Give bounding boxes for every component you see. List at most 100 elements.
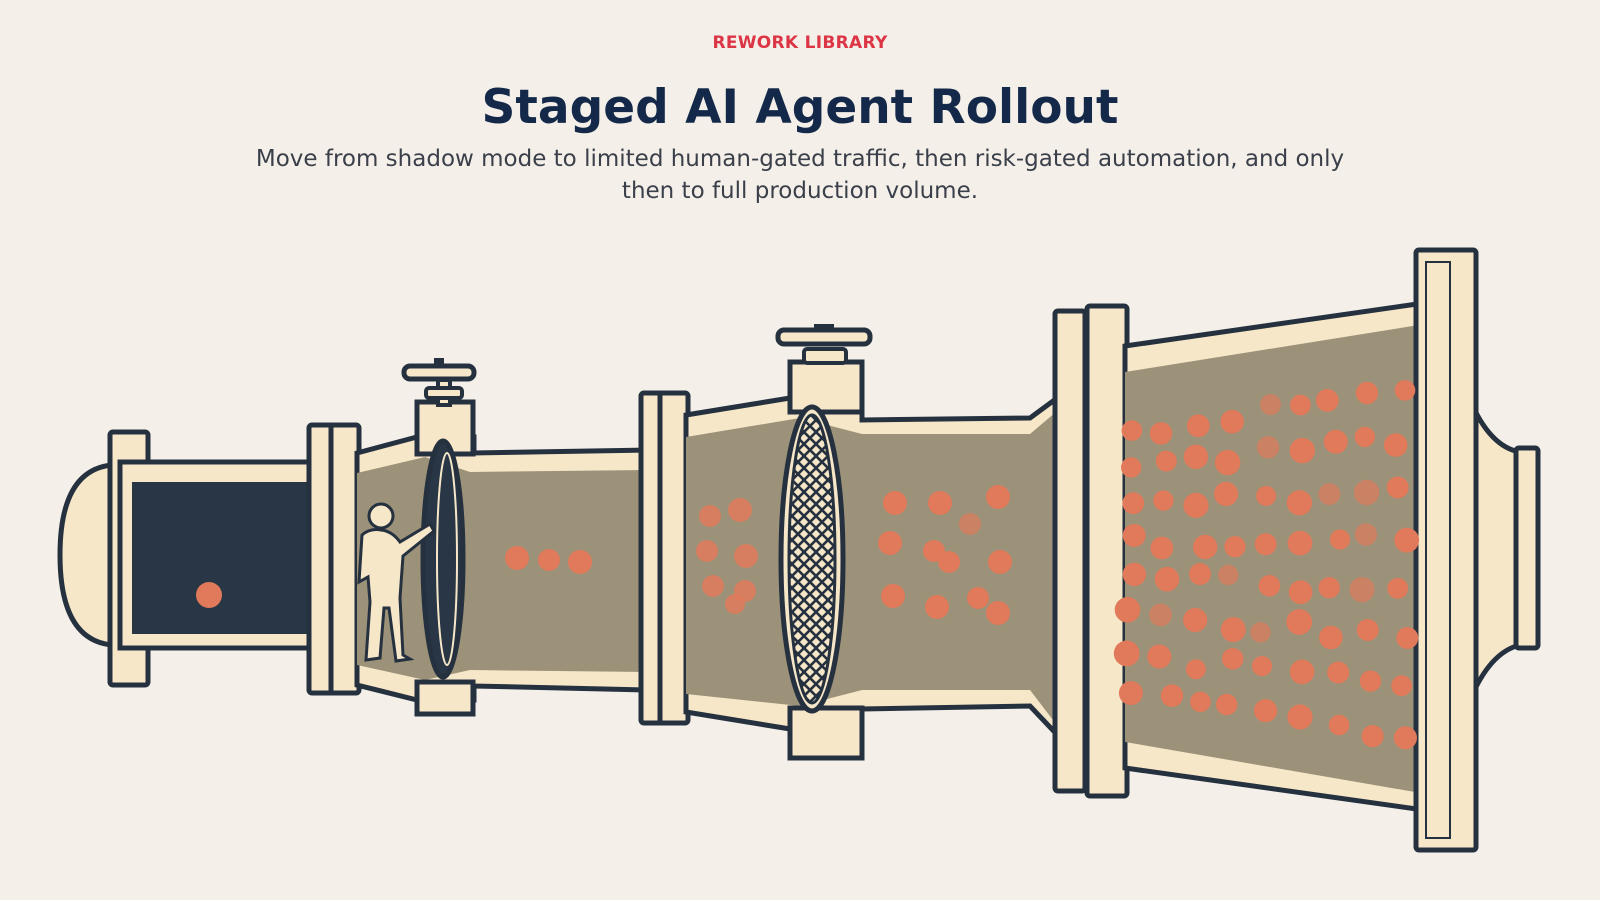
traffic-dot [728, 498, 752, 522]
traffic-dot [986, 485, 1010, 509]
traffic-dot [1289, 659, 1315, 685]
traffic-dot [1149, 603, 1172, 627]
traffic-dot [1286, 490, 1313, 516]
traffic-dot [1391, 675, 1412, 697]
gate-disc [420, 438, 466, 680]
traffic-dot [1218, 564, 1239, 586]
traffic-dot [1396, 627, 1419, 649]
risk-pipe-interior [686, 412, 1056, 724]
traffic-dot [988, 550, 1012, 574]
traffic-dot [1394, 527, 1420, 553]
traffic-dot [1258, 575, 1281, 597]
traffic-dot [1383, 433, 1408, 457]
traffic-dot [1153, 490, 1174, 511]
traffic-dot [1354, 426, 1376, 448]
traffic-dot [1251, 656, 1273, 677]
stage-human-gated [354, 358, 691, 726]
traffic-dot [1122, 524, 1146, 547]
traffic-dot [699, 505, 721, 527]
traffic-dot [1323, 429, 1348, 454]
traffic-dot [1250, 622, 1271, 643]
traffic-dot [1287, 530, 1313, 556]
traffic-dot [967, 587, 989, 609]
traffic-dot [1287, 704, 1313, 730]
traffic-dot [725, 594, 745, 614]
outlet-flange-inner [1425, 261, 1451, 839]
traffic-dot [1260, 394, 1281, 416]
traffic-dot [925, 595, 949, 619]
eyebrow-label: REWORK LIBRARY [712, 33, 888, 53]
traffic-dot [986, 601, 1010, 625]
traffic-dot [1354, 523, 1378, 546]
traffic-dot [1190, 691, 1211, 713]
traffic-dot [1327, 661, 1350, 684]
coupling-flange [1052, 308, 1088, 794]
traffic-dot [505, 546, 529, 570]
traffic-dot [1290, 394, 1311, 416]
valve-flange-bottom [414, 679, 476, 717]
page-subtitle: Move from shadow mode to limited human-g… [255, 146, 1345, 204]
page-title: Staged AI Agent Rollout [481, 80, 1119, 135]
mesh-filter-icon [778, 404, 846, 714]
traffic-dot [1113, 640, 1140, 667]
traffic-dot [1288, 580, 1313, 605]
traffic-dot [568, 550, 592, 574]
traffic-dot [702, 575, 724, 597]
traffic-dot [1155, 450, 1177, 472]
traffic-dot [1394, 380, 1416, 401]
stage-risk-gated [683, 303, 1130, 799]
traffic-dot [1387, 578, 1409, 599]
shadow-chamber [132, 482, 312, 634]
traffic-dot [1183, 444, 1209, 469]
end-cap [57, 462, 115, 648]
traffic-dot [1315, 389, 1339, 412]
human-operator-icon [357, 502, 436, 663]
traffic-dot [1355, 381, 1379, 405]
filtering-traffic [696, 498, 758, 614]
production-pipe-interior [1125, 322, 1438, 796]
traffic-dot [1361, 725, 1384, 748]
traffic-dot [959, 513, 981, 535]
traffic-dot [1214, 449, 1241, 476]
traffic-dot [1254, 533, 1277, 556]
traffic-dot [1122, 562, 1147, 587]
coupling-flange [1084, 303, 1130, 799]
valve-wheel-icon [401, 358, 477, 407]
stage-full-production [1113, 247, 1541, 853]
traffic-dot [1193, 534, 1218, 560]
traffic-dot [1349, 577, 1375, 603]
traffic-dot [1114, 597, 1141, 623]
traffic-dot [1220, 409, 1244, 434]
passing-traffic [878, 485, 1012, 625]
filter-flange-top [787, 359, 865, 415]
traffic-dot [1121, 420, 1143, 441]
stage-shadow-mode [57, 422, 362, 696]
traffic-dot [1256, 485, 1277, 506]
traffic-dot [1160, 684, 1184, 707]
traffic-dot [1186, 414, 1210, 438]
traffic-dot [1149, 422, 1173, 445]
traffic-dot [878, 531, 902, 555]
traffic-dot [1289, 437, 1316, 464]
traffic-dot [1319, 625, 1343, 650]
traffic-dot [1216, 693, 1238, 716]
traffic-dot [881, 584, 905, 608]
traffic-dot [1286, 609, 1313, 635]
traffic-dot [1359, 670, 1382, 692]
traffic-dot [1118, 681, 1143, 706]
traffic-dot [1353, 479, 1380, 506]
traffic-dot [196, 582, 222, 608]
filter-flange-bottom [787, 705, 865, 761]
traffic-dot [883, 491, 907, 515]
valve-wheel-icon [775, 324, 873, 365]
traffic-dot [1150, 536, 1174, 560]
traffic-dot [1221, 648, 1244, 670]
traffic-dot [1121, 457, 1142, 478]
traffic-dot [1386, 476, 1409, 499]
traffic-dot [1318, 577, 1340, 599]
traffic-dot [1393, 726, 1417, 750]
traffic-dot [1329, 529, 1351, 550]
traffic-dot [928, 491, 952, 515]
traffic-dot [1147, 644, 1172, 669]
traffic-dot [938, 551, 960, 573]
